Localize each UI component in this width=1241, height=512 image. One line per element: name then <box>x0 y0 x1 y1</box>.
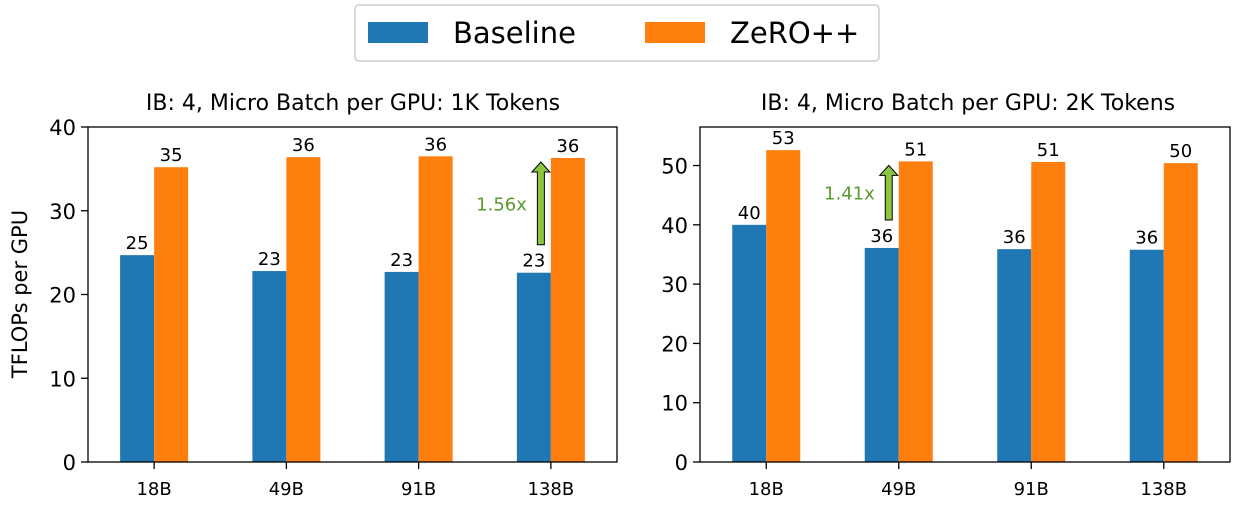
bar-value-label: 50 <box>1169 141 1192 162</box>
y-tick-label: 30 <box>49 200 76 224</box>
speedup-label: 1.56x <box>476 194 527 215</box>
bar-value-label: 36 <box>1003 227 1026 248</box>
bar-value-label: 40 <box>738 203 761 224</box>
x-tick-label: 18B <box>749 479 784 500</box>
y-tick-label: 0 <box>675 451 688 475</box>
bar-zeropp-91B <box>418 156 453 462</box>
y-tick-label: 10 <box>49 367 76 391</box>
y-axis-label: TFLOPs per GPU <box>8 210 32 379</box>
bars-2k <box>732 150 1198 462</box>
x-tick-label: 138B <box>528 479 575 500</box>
y-tick-label: 50 <box>661 155 688 179</box>
x-ticks-2k: 18B 49B 91B 138B <box>749 462 1187 500</box>
bar-baseline-18B <box>120 255 155 462</box>
bar-value-label: 23 <box>522 251 545 272</box>
speedup-label: 1.41x <box>824 184 875 205</box>
bar-value-label: 36 <box>424 134 447 155</box>
x-tick-label: 91B <box>401 479 436 500</box>
bar-value-label: 36 <box>1135 228 1158 249</box>
y-tick-label: 20 <box>49 284 76 308</box>
y-tick-label: 10 <box>661 392 688 416</box>
y-ticks-2k: 0 10 20 30 40 50 <box>661 155 700 475</box>
bar-value-label: 36 <box>870 226 893 247</box>
bar-baseline-91B <box>997 249 1032 462</box>
x-tick-label: 91B <box>1014 479 1049 500</box>
y-tick-label: 40 <box>49 116 76 140</box>
legend-label-zeropp: ZeRO++ <box>730 16 859 50</box>
bar-labels-1k: 25 23 23 23 35 36 36 36 <box>126 134 580 271</box>
bar-baseline-18B <box>732 224 767 462</box>
bar-baseline-138B <box>516 272 551 462</box>
panel-title-2k: IB: 4, Micro Batch per GPU: 2K Tokens <box>761 91 1175 116</box>
bar-baseline-91B <box>384 271 419 462</box>
bar-zeropp-18B <box>766 150 801 462</box>
bar-value-label: 35 <box>160 145 183 166</box>
bar-zeropp-138B <box>550 157 585 463</box>
bars-1k <box>120 156 585 463</box>
y-ticks-1k: 0 10 20 30 40 <box>49 116 88 475</box>
legend-swatch-baseline <box>368 22 428 43</box>
bar-value-label: 23 <box>258 249 281 270</box>
bar-zeropp-49B <box>898 161 933 462</box>
bar-baseline-49B <box>864 247 899 462</box>
panel-title-1k: IB: 4, Micro Batch per GPU: 1K Tokens <box>146 91 560 116</box>
y-tick-label: 30 <box>661 273 688 297</box>
bar-value-label: 23 <box>390 250 413 271</box>
speedup-annotation-2k: 1.41x <box>824 164 899 221</box>
speedup-annotation-1k: 1.56x <box>476 161 551 246</box>
bar-zeropp-91B <box>1031 161 1066 462</box>
plot-frame-2k <box>699 126 1231 463</box>
x-tick-label: 18B <box>136 479 171 500</box>
x-tick-label: 49B <box>881 479 916 500</box>
bar-value-label: 25 <box>126 233 149 254</box>
bar-zeropp-18B <box>154 167 189 462</box>
speedup-arrow <box>530 161 551 246</box>
legend-frame <box>354 4 880 62</box>
y-tick-label: 20 <box>661 332 688 356</box>
legend: Baseline ZeRO++ <box>354 4 880 62</box>
y-tick-label: 0 <box>63 451 76 475</box>
bar-value-label: 53 <box>772 128 795 149</box>
x-ticks-1k: 18B 49B 91B 138B <box>136 462 574 500</box>
x-tick-label: 49B <box>269 479 304 500</box>
chart-panel-2k: IB: 4, Micro Batch per GPU: 2K Tokens 40… <box>661 91 1231 500</box>
bar-value-label: 51 <box>904 139 927 160</box>
bar-value-label: 36 <box>556 136 579 157</box>
bar-zeropp-138B <box>1163 163 1198 462</box>
bar-labels-2k: 40 36 36 36 53 51 51 50 <box>738 128 1192 249</box>
y-tick-label: 40 <box>661 214 688 238</box>
bar-value-label: 51 <box>1037 140 1060 161</box>
bar-baseline-138B <box>1129 249 1164 462</box>
legend-swatch-zeropp <box>645 22 705 43</box>
chart-panel-1k: IB: 4, Micro Batch per GPU: 1K Tokens 25… <box>49 91 618 500</box>
speedup-arrow <box>878 164 899 221</box>
x-tick-label: 138B <box>1140 479 1187 500</box>
bar-baseline-49B <box>252 271 287 462</box>
legend-label-baseline: Baseline <box>453 16 576 50</box>
bar-zeropp-49B <box>286 157 321 462</box>
bar-value-label: 36 <box>292 135 315 156</box>
